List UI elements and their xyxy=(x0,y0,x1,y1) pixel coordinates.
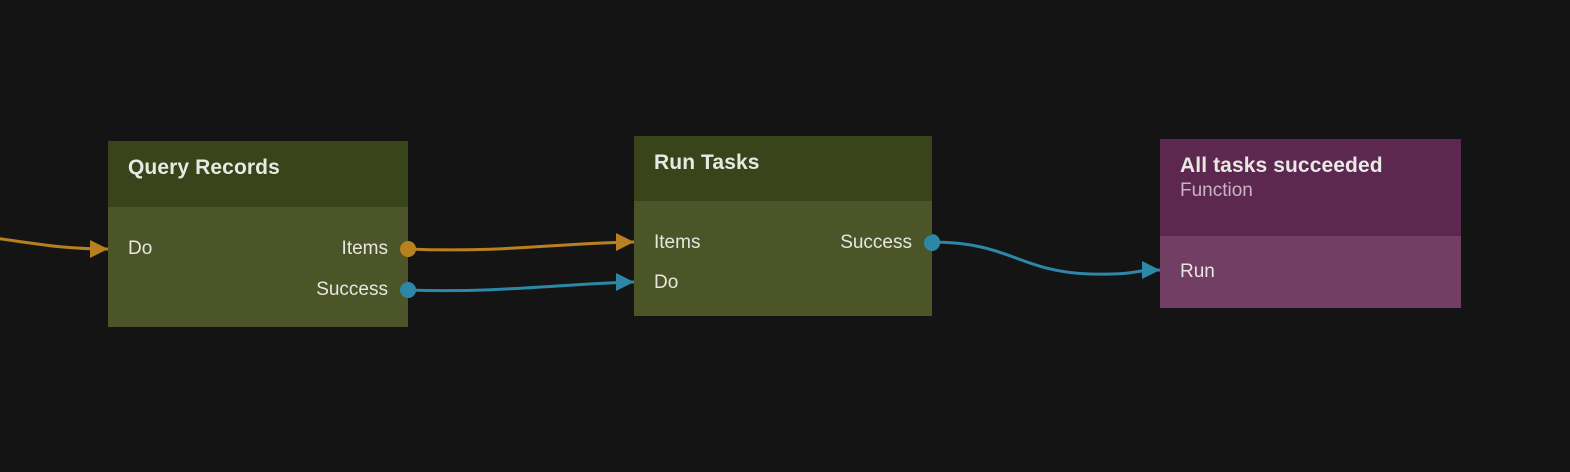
node-header[interactable]: Run Tasks xyxy=(634,136,932,201)
arrowhead-icon xyxy=(1142,261,1160,279)
edge-edge-success-to-run[interactable] xyxy=(930,240,1162,276)
arrowhead-icon xyxy=(616,233,634,251)
port-label-items: Items xyxy=(654,232,701,253)
node-run-tasks[interactable]: Run Tasks Items Do Success xyxy=(634,136,940,316)
port-row-output-success[interactable]: Success xyxy=(634,231,940,255)
port-dot-success[interactable] xyxy=(924,235,940,251)
node-subtitle: Function xyxy=(1180,180,1253,201)
node-title: All tasks succeeded xyxy=(1180,154,1383,177)
port-row-input-run[interactable]: Run xyxy=(1160,260,1461,284)
port-label-items: Items xyxy=(341,238,388,259)
port-row-output-success[interactable]: Success xyxy=(108,278,416,302)
node-body: Run xyxy=(1160,236,1461,308)
port-row-input-do[interactable]: Do xyxy=(108,237,408,261)
port-label-do: Do xyxy=(128,238,153,259)
edge-edge-success-to-do[interactable] xyxy=(406,280,636,293)
node-title: Query Records xyxy=(128,156,280,179)
port-label-do: Do xyxy=(654,272,679,293)
port-dot-success[interactable] xyxy=(400,282,416,298)
node-all-tasks-succeeded[interactable]: All tasks succeeded Function Run xyxy=(1160,139,1461,308)
node-body: Items Do Success xyxy=(634,201,940,316)
node-query-records[interactable]: Query Records Do Items Success xyxy=(108,141,416,327)
port-label-success: Success xyxy=(840,232,912,253)
port-row-input-do[interactable]: Do xyxy=(634,271,932,295)
edge-edge-incoming-do[interactable] xyxy=(0,236,110,251)
node-header[interactable]: Query Records xyxy=(108,141,408,207)
port-dot-items[interactable] xyxy=(400,241,416,257)
edge-edge-items-to-items[interactable] xyxy=(406,240,636,252)
node-header[interactable]: All tasks succeeded Function xyxy=(1160,139,1461,236)
port-row-output-items[interactable]: Items xyxy=(108,237,416,261)
arrowhead-icon xyxy=(616,273,634,291)
node-body: Do Items Success xyxy=(108,207,416,327)
node-title: Run Tasks xyxy=(654,151,760,174)
port-label-success: Success xyxy=(316,279,388,300)
arrowhead-icon xyxy=(90,240,108,258)
port-label-run: Run xyxy=(1180,261,1215,282)
port-row-input-items[interactable]: Items xyxy=(634,231,932,255)
